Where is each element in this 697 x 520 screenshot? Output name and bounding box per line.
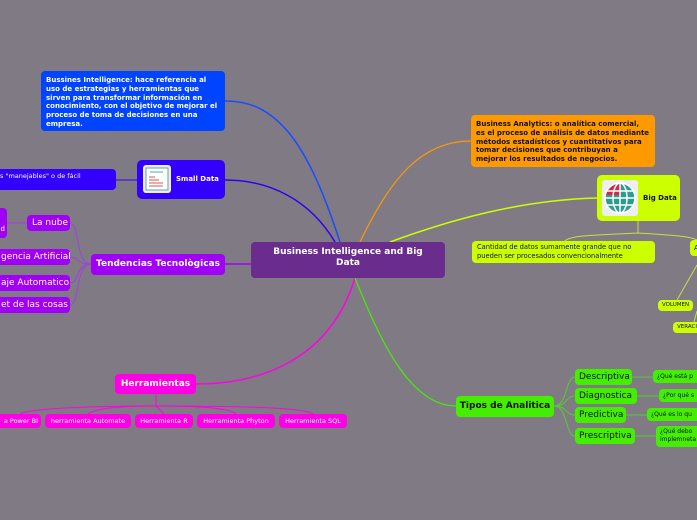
tendencia-inteligencia-artificial[interactable]: gencia Artificial [0, 249, 70, 265]
tendencia-la-nube[interactable]: La nube [27, 215, 70, 231]
herramienta-power-bi[interactable]: a Power BI [0, 414, 41, 428]
tendencia-aprendizaje-automatico[interactable]: aje Automatico [0, 275, 70, 291]
tipo-descriptiva[interactable]: Descriptiva [575, 369, 632, 385]
tendencias-node[interactable]: Tendencias Tecnològicas [91, 254, 225, 275]
big-data-volumen[interactable]: VOLUMEN [658, 300, 693, 311]
herramienta-r[interactable]: Herramienta R [135, 414, 193, 428]
big-data-veracidad[interactable]: VERACI [673, 322, 697, 333]
pregunta-diagnostica[interactable]: ¿Por qué s [659, 389, 697, 402]
herramienta-phyton[interactable]: Herramienta Phyton [197, 414, 275, 428]
tendencia-internet-cosas[interactable]: et de las cosas [0, 297, 70, 313]
nube-subnode[interactable]: d [0, 208, 7, 238]
pregunta-descriptiva[interactable]: ¿Qué está p [653, 370, 697, 383]
small-data-node[interactable]: Small Data [137, 160, 225, 199]
pregunta-prescriptiva[interactable]: ¿Qué debo implemneta [656, 426, 697, 447]
globe-icon [602, 180, 638, 216]
tipo-prescriptiva[interactable]: Prescriptiva [575, 428, 635, 444]
big-data-definition[interactable]: Cantidad de datos sumamente grande que n… [472, 241, 655, 263]
business-intelligence-node[interactable]: Bussines Intelligence: hace referencia a… [41, 71, 225, 131]
tipo-diagnostica[interactable]: Diagnostica [575, 388, 637, 404]
tipos-analitica-node[interactable]: Tipos de Analitica [456, 396, 554, 417]
tipo-predictiva[interactable]: Predictiva [575, 407, 626, 423]
big-data-label: Big Data [643, 194, 677, 202]
business-analytics-node[interactable]: Business Analytics: o analítica comercia… [471, 115, 655, 167]
small-data-detail[interactable]: s "manejables" o de fácil [0, 169, 116, 190]
pregunta-predictiva[interactable]: ¿Qué es lo qu [647, 408, 697, 421]
herramientas-node[interactable]: Herramientas [115, 374, 196, 394]
herramienta-sql[interactable]: Herramienta SQL [279, 414, 347, 428]
big-data-characteristics-node[interactable]: A [690, 240, 697, 256]
document-icon [143, 165, 171, 193]
big-data-node[interactable]: Big Data [597, 175, 680, 221]
small-data-label: Small Data [176, 175, 219, 183]
central-topic[interactable]: Business Intelligence and Big Data [251, 242, 445, 278]
herramienta-automate[interactable]: herramienta Automate [45, 414, 131, 428]
